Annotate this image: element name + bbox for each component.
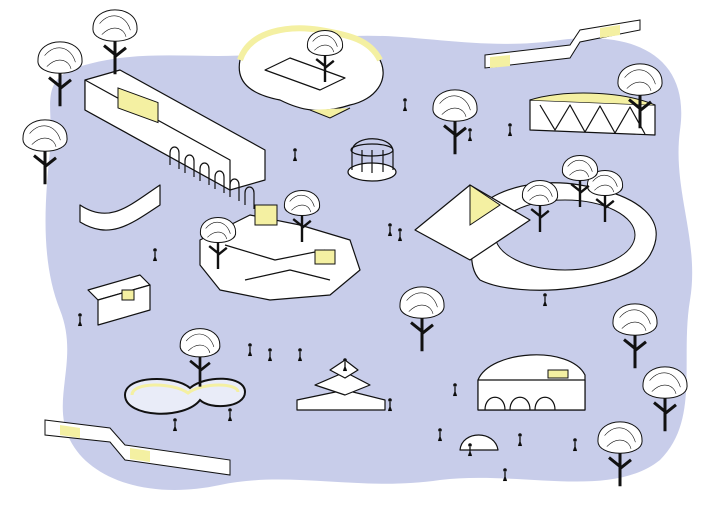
- person: [387, 223, 393, 237]
- wavy-roof-pavilion: [237, 25, 384, 119]
- tree: [432, 89, 478, 155]
- tree: [92, 9, 138, 75]
- pool: [123, 377, 247, 415]
- person: [502, 468, 508, 482]
- truss-pavilion: [529, 92, 656, 136]
- person: [267, 348, 273, 362]
- person: [397, 228, 403, 242]
- swing-fence-top-right: [484, 19, 641, 69]
- person: [467, 128, 473, 142]
- tree: [612, 303, 658, 369]
- person: [342, 358, 348, 372]
- tree: [179, 328, 221, 387]
- tree: [642, 366, 688, 432]
- person: [517, 433, 523, 447]
- person: [227, 408, 233, 422]
- small-hut: [87, 274, 151, 326]
- arch: [244, 186, 255, 209]
- person: [387, 398, 393, 412]
- person: [467, 443, 473, 457]
- tree: [22, 119, 68, 185]
- ring-building: [414, 182, 657, 291]
- swing-fence-bottom-left: [44, 419, 231, 476]
- person: [542, 293, 548, 307]
- tree: [306, 30, 344, 82]
- tree: [561, 155, 599, 207]
- person: [572, 438, 578, 452]
- arch: [214, 170, 225, 193]
- person: [437, 428, 443, 442]
- person: [172, 418, 178, 432]
- tree: [597, 421, 643, 487]
- trees: [22, 9, 688, 487]
- carousel: [347, 138, 397, 182]
- tree: [521, 180, 559, 232]
- half-pipe: [79, 184, 161, 231]
- tree: [399, 286, 445, 352]
- person: [152, 248, 158, 262]
- person: [452, 383, 458, 397]
- arcade-building: [84, 69, 266, 209]
- pavilion-cluster: [199, 204, 361, 301]
- person: [402, 98, 408, 112]
- person: [247, 343, 253, 357]
- person: [297, 348, 303, 362]
- arch: [229, 178, 240, 201]
- tree: [586, 170, 624, 222]
- person: [292, 148, 298, 162]
- person: [77, 313, 83, 327]
- tree: [37, 41, 83, 107]
- vaulted-building: [477, 354, 586, 411]
- arch: [199, 162, 210, 185]
- people: [77, 98, 578, 482]
- arch: [184, 154, 195, 177]
- tree: [199, 217, 237, 269]
- person: [507, 123, 513, 137]
- arch: [169, 146, 180, 169]
- tree: [617, 63, 663, 129]
- tree: [283, 190, 321, 242]
